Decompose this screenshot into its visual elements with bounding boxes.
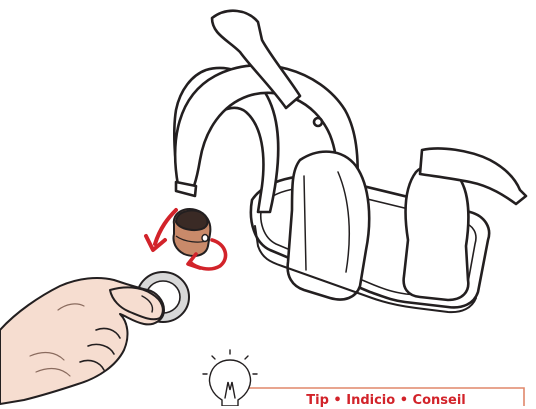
rotation-arrow-icon: [186, 238, 228, 271]
faucet-base-front: [254, 225, 477, 314]
aerator-icon: [172, 208, 212, 257]
aerator-ring: [175, 235, 210, 243]
spout-tip: [174, 180, 198, 198]
faucet-pop-up-hole: [312, 116, 324, 128]
handle-left-lever: [210, 9, 302, 110]
hand-icon: [0, 277, 165, 405]
removal-arrow-icon: [144, 208, 178, 252]
faucet-body-facet: [303, 171, 351, 273]
faucet: [172, 9, 528, 314]
aerator-top: [175, 209, 209, 231]
lightbulb-icon: [202, 349, 258, 406]
faucet-body: [286, 150, 371, 301]
tip-label: Tip • Indicio • Conseil: [306, 393, 466, 408]
handle-right: [402, 162, 470, 302]
handle-right-lever: [418, 147, 528, 206]
